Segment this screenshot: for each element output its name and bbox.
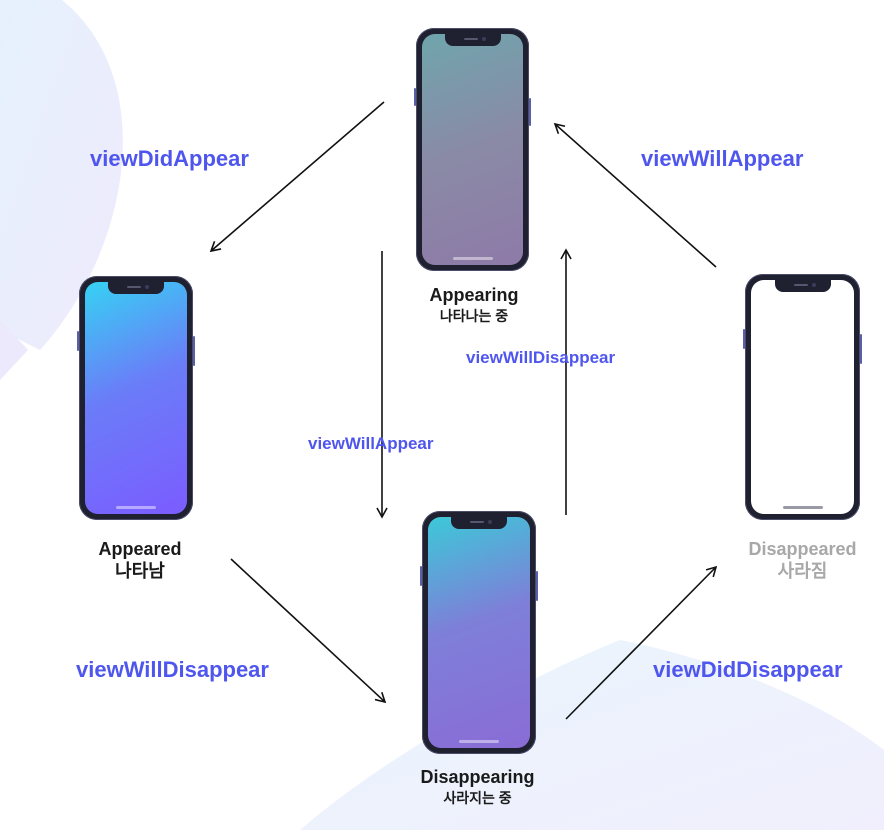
home-indicator [452,257,493,260]
phone-notch [451,517,507,529]
arrow-disappeared-to-appearing [553,122,717,268]
phone-notch [108,282,164,294]
home-indicator [116,506,156,509]
phone-disappeared [743,274,862,520]
method-view-will-disappear: viewWillDisappear [76,657,269,682]
method-view-will-disappear-inner: viewWillDisappear [466,348,616,367]
method-view-did-disappear: viewDidDisappear [653,657,843,682]
state-name: Appearing [429,285,519,305]
state-label-appeared: Appeared 나타남 [70,538,210,582]
state-name-ko: 나타남 [115,561,165,581]
phone-notch [444,34,501,46]
home-indicator [782,506,823,509]
arrow-appeared-to-disappearing [230,558,387,704]
phone-screen [428,517,530,748]
state-name: Appeared [98,539,182,559]
phone-screen [751,280,854,514]
arrow-disappearing-to-disappeared [565,565,718,720]
arrow-appearing-to-appeared [209,101,385,253]
phone-screen [85,282,187,514]
phone-notch [774,280,831,292]
state-name: Disappearing [420,767,535,787]
phone-appeared [77,276,195,520]
state-name-ko: 나타나는 중 [439,308,509,324]
phone-disappearing [420,511,538,754]
method-view-will-appear-inner: viewWillAppear [308,434,434,453]
phone-appearing [414,28,531,271]
state-label-disappearing: Disappearing 사라지는 중 [400,766,555,808]
home-indicator [459,740,499,743]
state-label-disappeared: Disappeared 사라짐 [730,538,875,582]
state-name: Disappeared [748,539,857,559]
method-view-did-appear: viewDidAppear [90,146,249,171]
phone-screen [422,34,523,265]
state-name-ko: 사라짐 [777,561,828,581]
state-label-appearing: Appearing 나타나는 중 [404,284,544,326]
state-name-ko: 사라지는 중 [443,790,512,806]
method-view-will-appear: viewWillAppear [641,146,804,171]
